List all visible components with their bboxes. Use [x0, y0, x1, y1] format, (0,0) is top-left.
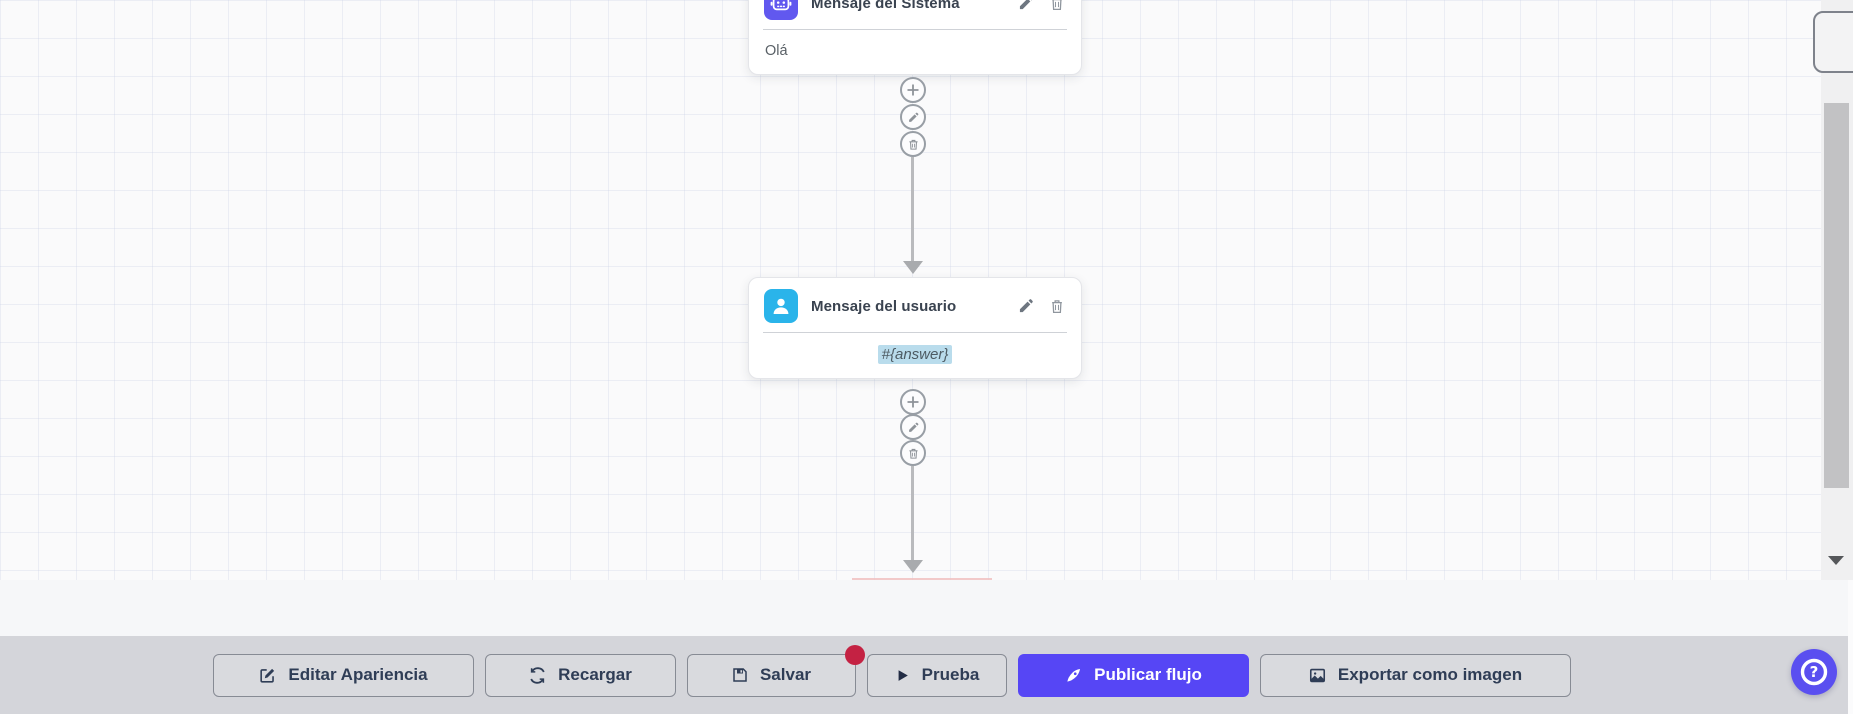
button-label: Editar Apariencia — [288, 665, 428, 684]
delete-node-icon[interactable] — [1048, 297, 1066, 315]
node-title: Mensaje del usuario — [811, 297, 957, 315]
snap-guide-line — [852, 578, 992, 580]
test-button[interactable]: Prueba — [866, 653, 1007, 697]
publish-flow-button[interactable]: Publicar flujo — [1017, 653, 1249, 697]
export-image-button[interactable]: Exportar como imagen — [1259, 653, 1571, 697]
node-divider — [763, 29, 1067, 30]
scrollbar-thumb[interactable] — [1824, 103, 1849, 488]
add-step-button[interactable] — [900, 389, 926, 415]
add-step-button[interactable] — [900, 77, 926, 103]
rocket-icon — [1067, 668, 1081, 682]
delete-step-button[interactable] — [900, 440, 926, 466]
button-label: Recargar — [558, 665, 632, 684]
flow-edge-line — [911, 157, 914, 262]
edit-square-icon — [260, 668, 275, 683]
reload-button[interactable]: Recargar — [484, 653, 676, 697]
edit-step-button[interactable] — [900, 414, 926, 440]
user-icon — [764, 289, 798, 323]
clipped-side-panel — [1813, 11, 1853, 73]
button-label: Prueba — [921, 665, 980, 684]
play-icon — [898, 669, 908, 681]
question-circle-icon: ? — [1800, 658, 1828, 686]
robot-icon — [764, 0, 798, 20]
node-system-message[interactable]: Mensaje del Sistema O — [748, 0, 1082, 75]
refresh-icon — [530, 666, 545, 684]
image-icon — [1309, 668, 1325, 682]
answer-variable-chip[interactable]: #{answer} — [877, 345, 953, 364]
vertical-scrollbar[interactable] — [1821, 0, 1853, 580]
help-button[interactable]: ? — [1791, 649, 1837, 695]
canvas-footer-strip — [0, 580, 1853, 636]
flow-canvas[interactable]: Mensaje del Sistema O — [0, 0, 1853, 580]
node-actions — [1017, 297, 1066, 315]
toolbar-buttons: Editar Apariencia Recargar Salvar — [212, 644, 1571, 697]
delete-node-icon[interactable] — [1048, 0, 1066, 12]
node-actions — [1017, 0, 1066, 12]
button-label: Exportar como imagen — [1337, 665, 1523, 684]
node-body-text[interactable]: Olá — [765, 43, 788, 59]
button-label: Publicar flujo — [1094, 665, 1202, 684]
edit-appearance-button[interactable]: Editar Apariencia — [212, 653, 474, 697]
right-edge-strip — [1848, 580, 1853, 714]
node-body-text[interactable]: #{answer} — [749, 333, 1081, 378]
save-icon — [733, 668, 747, 682]
save-button[interactable]: Salvar — [686, 644, 865, 697]
button-label: Salvar — [759, 665, 812, 684]
scrollbar-down-arrow-icon[interactable] — [1828, 556, 1844, 565]
flow-edge-arrow — [903, 261, 923, 274]
node-divider — [763, 332, 1067, 333]
node-header: Mensaje del Sistema — [749, 0, 1081, 29]
flow-edge-arrow — [903, 560, 923, 573]
unsaved-changes-badge — [844, 644, 865, 665]
flow-edge-line — [911, 466, 914, 561]
node-header: Mensaje del usuario — [749, 278, 1081, 332]
edit-node-icon[interactable] — [1017, 0, 1035, 12]
svg-text:?: ? — [1810, 663, 1819, 681]
edit-node-icon[interactable] — [1017, 297, 1035, 315]
edit-step-button[interactable] — [900, 104, 926, 130]
node-user-message[interactable]: Mensaje del usuario — [748, 277, 1082, 379]
bottom-toolbar: Editar Apariencia Recargar Salvar — [0, 636, 1853, 714]
node-title: Mensaje del Sistema — [811, 0, 960, 12]
delete-step-button[interactable] — [900, 131, 926, 157]
